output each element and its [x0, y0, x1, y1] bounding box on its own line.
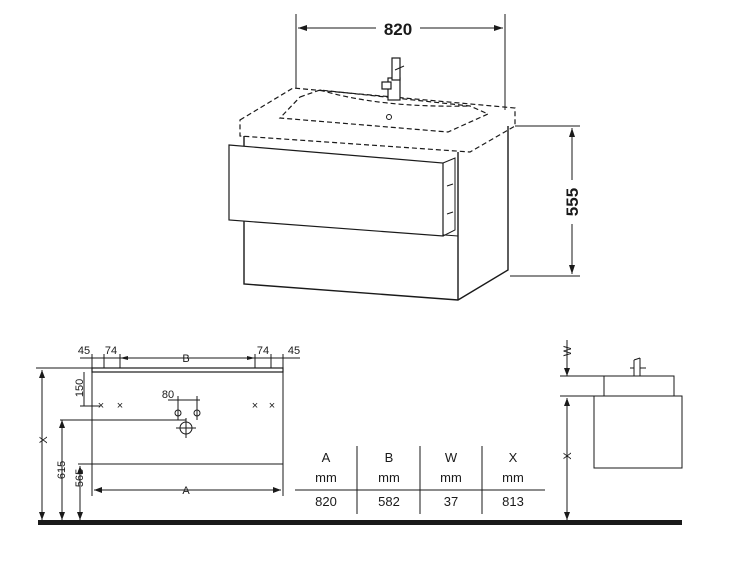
side-basin [603, 375, 675, 397]
dim-74-right: 74 [257, 345, 269, 357]
table-unit-b: mm [378, 470, 400, 485]
front-cabinet [91, 371, 284, 465]
table-unit-x: mm [502, 470, 524, 485]
svg-text:×: × [252, 400, 258, 412]
open-drawer-side [442, 157, 456, 237]
front-top-plate [91, 367, 284, 373]
side-cabinet [593, 395, 683, 469]
arrow-right [494, 25, 503, 31]
table-unit-a: mm [315, 470, 337, 485]
table-value-x: 813 [502, 494, 524, 509]
dimension-table: A B W X mm mm mm mm 820 582 37 813 [295, 446, 545, 514]
side-faucet-icon [630, 357, 646, 376]
dim-74-left: 74 [105, 345, 117, 357]
width-label: 820 [384, 20, 412, 39]
vanity-3d-view: 820 555 [228, 14, 582, 301]
water-connection-right-icon [193, 409, 201, 417]
drain-icon [386, 114, 392, 120]
svg-text:×: × [269, 400, 275, 412]
basin-bowl-outline [278, 89, 490, 133]
basin-bowl-curve [319, 89, 471, 107]
water-connection-left-icon [174, 409, 182, 417]
dim-80: 80 [162, 389, 174, 401]
dim-x-front: X [38, 436, 50, 444]
dim-b: B [182, 353, 189, 365]
open-drawer-front [228, 144, 444, 237]
table-header-b: B [385, 450, 394, 465]
dim-a: A [182, 485, 190, 497]
svg-text:×: × [117, 400, 123, 412]
table-value-b: 582 [378, 494, 400, 509]
side-view: W X [560, 340, 683, 520]
svg-text:×: × [98, 400, 104, 412]
dim-615: 615 [56, 461, 68, 479]
dim-45-right: 45 [288, 345, 300, 357]
table-header-a: A [322, 450, 331, 465]
dim-45-left: 45 [78, 345, 90, 357]
front-view: 45 74 B 74 45 × × × × 150 80 [36, 345, 300, 520]
dim-w: W [562, 345, 574, 356]
mounting-marks: × × × × [98, 400, 275, 412]
arrow-left [298, 25, 307, 31]
table-header-x: X [509, 450, 518, 465]
faucet-icon [381, 57, 405, 101]
table-value-w: 37 [444, 494, 458, 509]
basin-outline [239, 87, 516, 153]
dim-565: 565 [74, 469, 86, 487]
dim-x-side: X [562, 452, 574, 460]
floor-line [38, 520, 682, 525]
table-value-a: 820 [315, 494, 337, 509]
table-header-w: W [445, 450, 458, 465]
height-label: 555 [563, 188, 582, 216]
table-unit-w: mm [440, 470, 462, 485]
dim-150: 150 [74, 379, 86, 397]
